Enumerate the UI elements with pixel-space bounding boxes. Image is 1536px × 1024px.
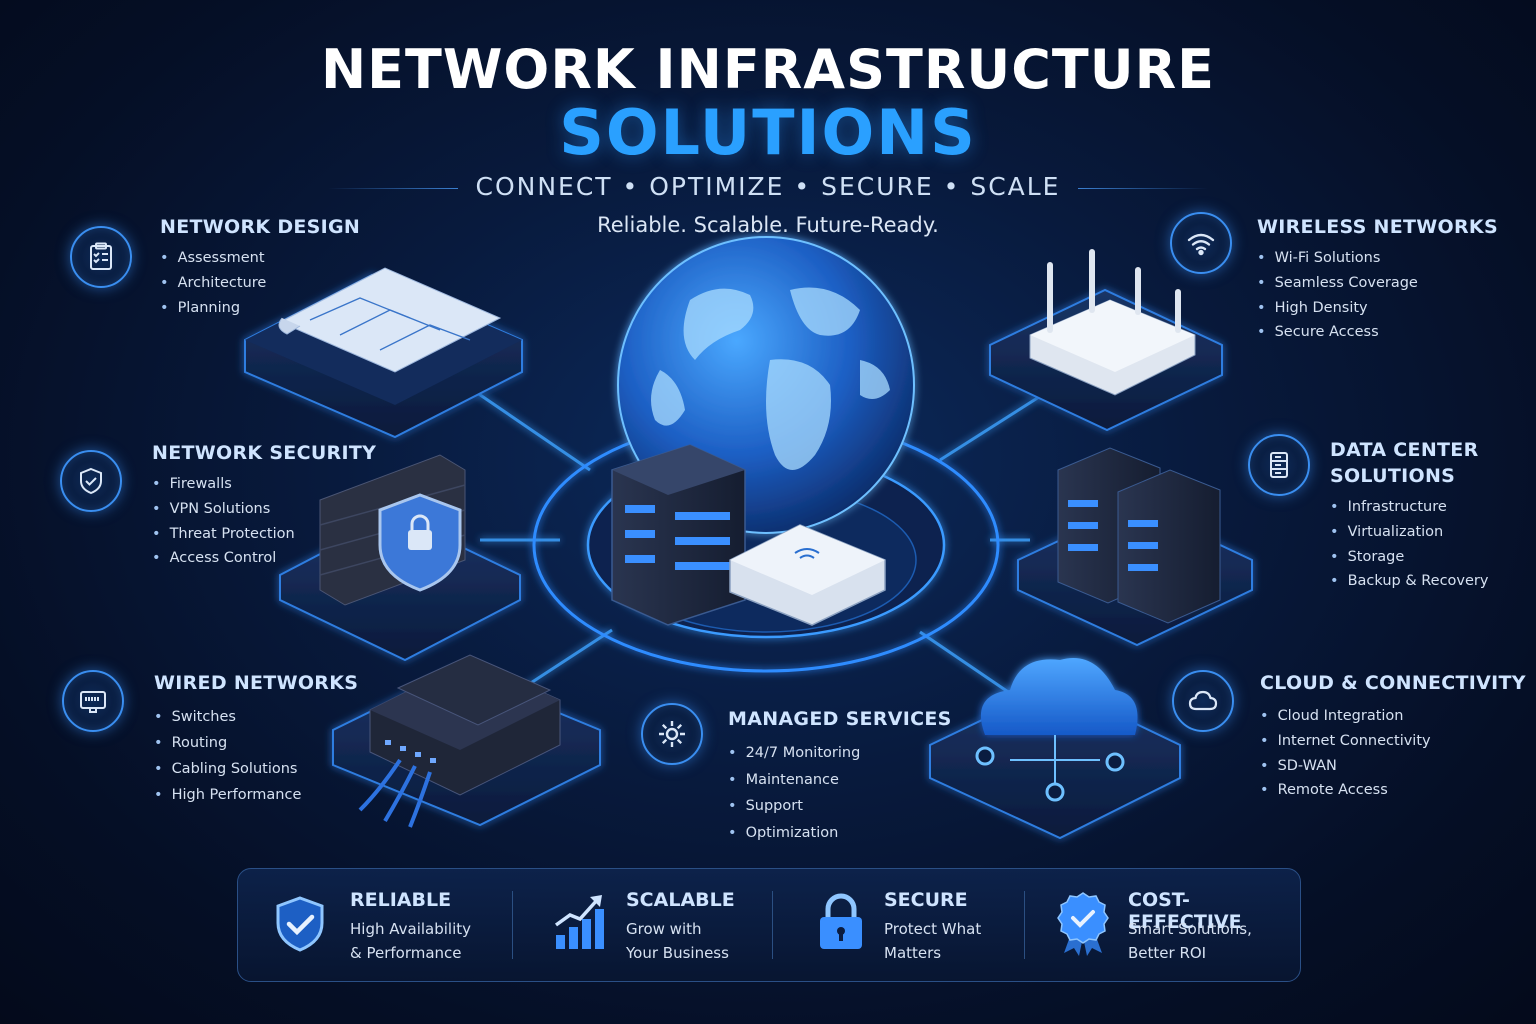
features-bar: RELIABLE High Availability& Performance … [237, 868, 1301, 982]
feature-desc-line1: High Availability [350, 920, 472, 938]
list-item: High Density [1257, 296, 1498, 321]
list-item: Backup & Recovery [1330, 569, 1489, 594]
cloud-section: CLOUD & CONNECTIVITY Cloud Integration I… [1260, 670, 1526, 803]
feature-desc-line2: & Performance [350, 944, 462, 962]
shield-check-icon [276, 896, 324, 952]
wired-networks-title: WIRED NETWORKS [154, 672, 359, 694]
list-item: SD-WAN [1260, 754, 1526, 779]
list-item: 24/7 Monitoring [728, 740, 952, 767]
feature-cost-effective: COST-EFFECTIVE Smart Solutions, Better RO… [1056, 869, 1296, 981]
list-item: Threat Protection [152, 522, 376, 547]
gear-icon [641, 703, 703, 765]
list-item: High Performance [154, 782, 358, 808]
cloud-title: CLOUD & CONNECTIVITY [1260, 672, 1526, 694]
wireless-networks-title: WIRELESS NETWORKS [1257, 216, 1498, 238]
shield-check-icon [60, 450, 122, 512]
network-design-title: NETWORK DESIGN [160, 216, 361, 238]
wifi-icon [1170, 212, 1232, 274]
central-router [729, 524, 886, 626]
feature-desc-line1: Grow with [626, 920, 702, 938]
feature-desc-line1: Smart Solutions, [1128, 920, 1252, 938]
feature-title: SCALABLE [626, 889, 735, 911]
list-item: Seamless Coverage [1257, 271, 1498, 296]
data-center-title-line2: SOLUTIONS [1330, 465, 1456, 487]
list-item: Assessment [160, 246, 360, 271]
connection-lines [469, 386, 1051, 702]
feature-desc-line2: Better ROI [1128, 944, 1207, 962]
feature-title: COST-EFFECTIVE [1128, 889, 1242, 933]
wired-networks-platform [332, 654, 601, 828]
network-security-section: NETWORK SECURITY Firewalls VPN Solutions… [152, 440, 376, 571]
list-item: Virtualization [1330, 520, 1488, 545]
list-item: Access Control [152, 546, 376, 571]
list-item: Storage [1330, 545, 1488, 570]
feature-desc: Smart Solutions, Better ROI [1128, 917, 1278, 965]
padlock-icon [820, 893, 862, 949]
list-item: Optimization [728, 820, 952, 847]
ethernet-port-icon [62, 670, 124, 732]
data-center-section: DATA CENTER SOLUTIONS Infrastructure Vir… [1330, 437, 1488, 594]
list-item: Support [728, 793, 952, 820]
page-title: NETWORK INFRASTRUCTURE [320, 38, 1216, 101]
list-item: Firewalls [152, 472, 376, 497]
list-item: Internet Connectivity [1260, 729, 1526, 754]
feature-desc-line1: Protect What [884, 920, 982, 938]
list-item: Cabling Solutions [154, 756, 358, 782]
list-item: Infrastructure [1330, 495, 1488, 520]
list-item: Routing [154, 730, 358, 756]
data-center-platform [1017, 447, 1253, 647]
network-security-title: NETWORK SECURITY [152, 442, 377, 464]
wireless-platform [989, 249, 1223, 432]
wired-networks-section: WIRED NETWORKS Switches Routing Cabling … [154, 670, 358, 808]
feature-desc: High Availability & Performance [350, 917, 500, 965]
server-rack-icon [1248, 434, 1310, 496]
central-server [611, 444, 746, 626]
clipboard-checklist-icon [70, 226, 132, 288]
list-item: Maintenance [728, 767, 952, 794]
feature-title: SECURE [884, 889, 968, 911]
list-item: Architecture [160, 271, 360, 296]
managed-services-section: MANAGED SERVICES 24/7 Monitoring Mainten… [728, 706, 952, 846]
data-center-title-line1: DATA CENTER [1330, 439, 1479, 461]
list-item: VPN Solutions [152, 497, 376, 522]
managed-services-title: MANAGED SERVICES [728, 708, 952, 730]
list-item: Switches [154, 704, 358, 730]
feature-desc-line2: Matters [884, 944, 942, 962]
network-design-section: NETWORK DESIGN Assessment Architecture P… [160, 214, 360, 320]
growth-chart-icon [554, 895, 604, 949]
feature-desc-line2: Your Business [626, 944, 729, 962]
award-badge-icon [1057, 892, 1109, 956]
wireless-networks-section: WIRELESS NETWORKS Wi-Fi Solutions Seamle… [1257, 214, 1498, 345]
tagline: CONNECT • OPTIMIZE • SECURE • SCALE [0, 172, 1536, 201]
cloud-platform [929, 658, 1181, 840]
list-item: Wi-Fi Solutions [1257, 246, 1498, 271]
list-item: Cloud Integration [1260, 704, 1526, 729]
list-item: Planning [160, 296, 360, 321]
cloud-icon [1172, 670, 1234, 732]
sub-tagline: Reliable. Scalable. Future-Ready. [597, 213, 939, 237]
feature-title: RELIABLE [350, 889, 452, 911]
list-item: Secure Access [1257, 320, 1498, 345]
feature-reliable: RELIABLE High Availability & Performance [268, 869, 498, 981]
tagline-text: CONNECT • OPTIMIZE • SECURE • SCALE [475, 172, 1061, 201]
page-subtitle: SOLUTIONS [559, 96, 977, 169]
list-item: Remote Access [1260, 778, 1526, 803]
